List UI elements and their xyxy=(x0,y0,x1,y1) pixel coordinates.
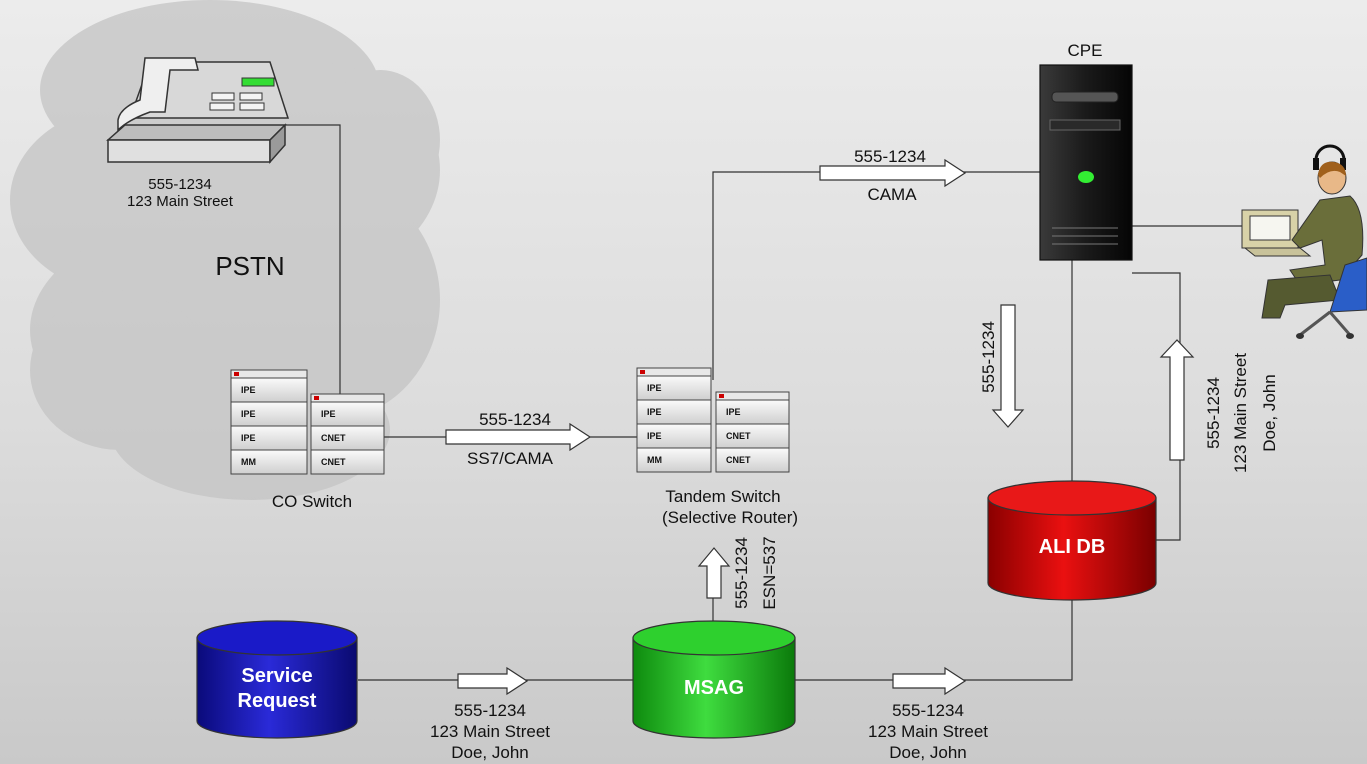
msag-to-tandem-line1: 555-1234 xyxy=(732,537,751,609)
msag-to-ali-line1: 555-1234 xyxy=(892,701,964,720)
msag-to-ali-line xyxy=(795,600,1073,681)
co-to-tandem-arrow xyxy=(445,422,592,452)
service-request-label-line2: Request xyxy=(238,690,317,712)
sr-to-msag-line1: 555-1234 xyxy=(454,701,526,720)
cpe-label: CPE xyxy=(1068,41,1103,60)
phone-number-label: 555-1234 xyxy=(148,176,211,193)
tandem-right-module: CNET xyxy=(726,455,751,465)
msag-to-tandem-line2: ESN=537 xyxy=(760,536,779,609)
sr-to-msag-line3: Doe, John xyxy=(451,743,529,762)
tandem-left-module: MM xyxy=(647,455,662,465)
ali-to-cpe-arrow xyxy=(1159,339,1195,461)
cpe-to-ali-label: 555-1234 xyxy=(979,321,998,393)
tandem-left-module: IPE xyxy=(647,431,662,441)
telephone-icon xyxy=(106,57,290,164)
cpe-to-ali-arrow xyxy=(991,304,1025,428)
tandem-to-cpe-top-label: 555-1234 xyxy=(854,147,926,166)
tandem-to-cpe-arrow xyxy=(819,158,967,188)
co-to-tandem-bottom-label: SS7/CAMA xyxy=(467,449,554,468)
co-right-module: CNET xyxy=(321,433,346,443)
msag-to-tandem-arrow xyxy=(697,547,731,599)
tandem-left-module: IPE xyxy=(647,407,662,417)
operator-icon xyxy=(1241,144,1367,339)
msag-cylinder xyxy=(632,620,796,739)
ali-to-cpe-line3: Doe, John xyxy=(1260,374,1279,452)
ali-to-cpe-line1: 555-1234 xyxy=(1204,377,1223,449)
tandem-switch-sublabel: (Selective Router) xyxy=(662,508,798,527)
ali-to-cpe-line2: 123 Main Street xyxy=(1231,353,1250,473)
ali-db-cylinder xyxy=(987,480,1157,601)
co-left-module: IPE xyxy=(241,385,256,395)
co-to-tandem-top-label: 555-1234 xyxy=(479,410,551,429)
tandem-left-module: IPE xyxy=(647,383,662,393)
tandem-right-module: CNET xyxy=(726,431,751,441)
co-switch-label: CO Switch xyxy=(272,492,352,511)
co-switch-rack: IPE IPE IPE MM IPE CNET CNET xyxy=(230,369,385,475)
co-left-module: MM xyxy=(241,457,256,467)
cpe-server-tower xyxy=(1039,64,1133,261)
phone-to-co-line xyxy=(285,124,341,400)
service-request-cylinder xyxy=(196,620,358,739)
sr-to-msag-arrow xyxy=(457,666,529,696)
co-left-module: IPE xyxy=(241,409,256,419)
msag-to-ali-arrow xyxy=(892,666,967,696)
ali-db-label: ALI DB xyxy=(1039,536,1106,558)
tandem-switch-rack: IPE IPE IPE MM IPE CNET CNET xyxy=(636,367,790,473)
pstn-label: PSTN xyxy=(215,251,284,281)
sr-to-msag-line2: 123 Main Street xyxy=(430,722,550,741)
co-left-module: IPE xyxy=(241,433,256,443)
service-request-label-line1: Service xyxy=(241,665,312,687)
phone-address-label: 123 Main Street xyxy=(127,193,234,210)
tandem-to-cpe-bottom-label: CAMA xyxy=(867,185,917,204)
co-right-module: IPE xyxy=(321,409,336,419)
msag-to-ali-line3: Doe, John xyxy=(889,743,967,762)
tandem-right-module: IPE xyxy=(726,407,741,417)
msag-to-ali-line2: 123 Main Street xyxy=(868,722,988,741)
tandem-switch-label: Tandem Switch xyxy=(665,487,780,506)
msag-label: MSAG xyxy=(684,677,744,699)
co-right-module: CNET xyxy=(321,457,346,467)
